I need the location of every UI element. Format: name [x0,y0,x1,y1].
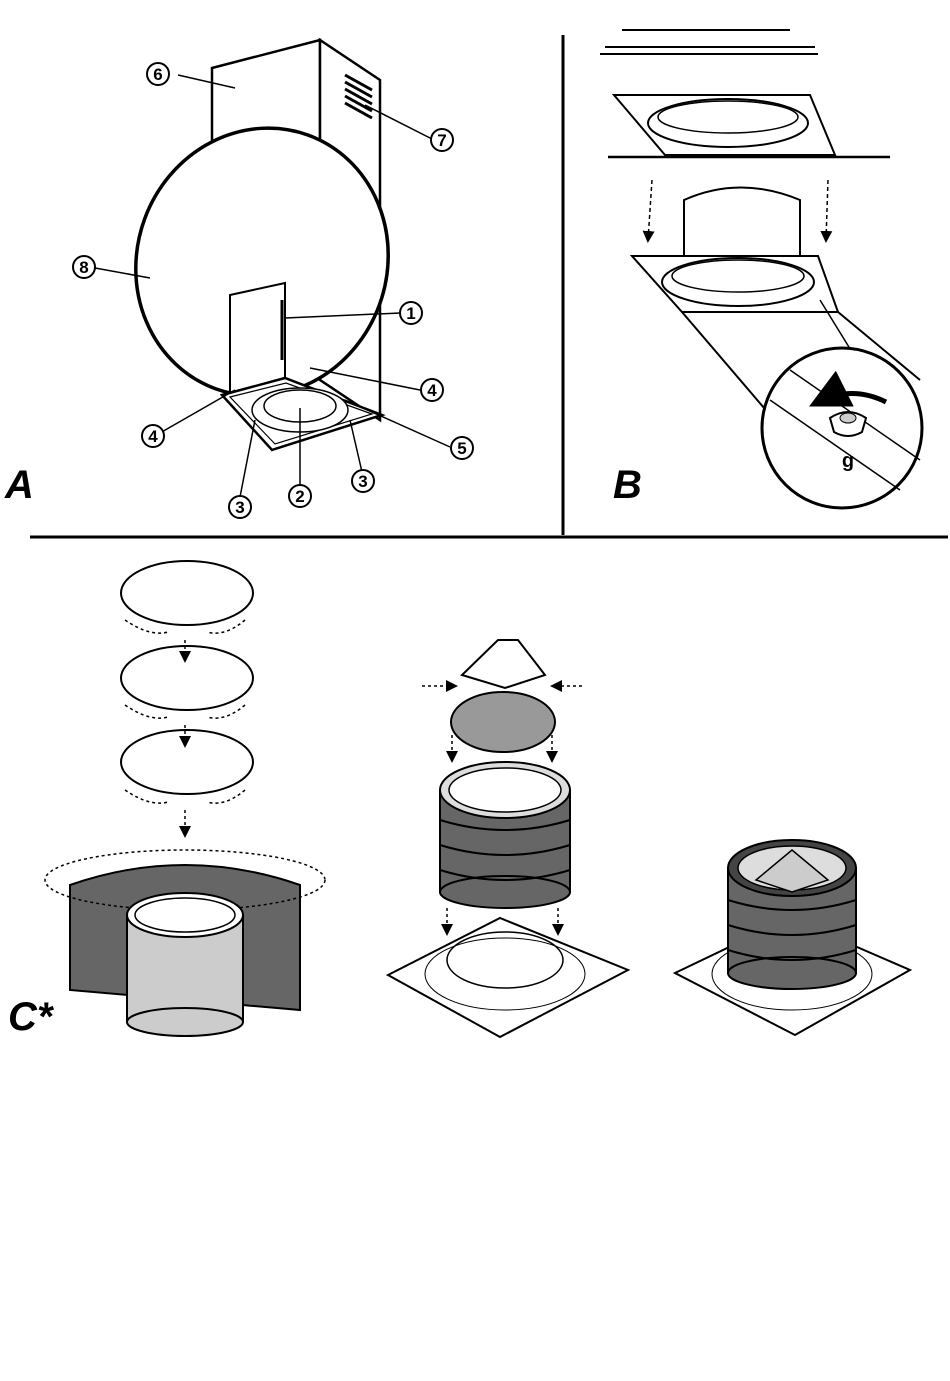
callout-3-right: 3 [352,470,374,492]
svg-text:1: 1 [406,304,415,323]
duct-collar [684,188,800,261]
callout-5: 5 [451,437,473,459]
callout-7: 7 [431,129,453,151]
svg-text:6: 6 [153,65,162,84]
panel-c: C* [8,561,910,1039]
svg-text:4: 4 [148,427,158,446]
callout-2: 2 [289,485,311,507]
svg-text:3: 3 [358,472,367,491]
svg-text:8: 8 [79,258,88,277]
cone-cap [462,640,545,688]
callout-4-left: 4 [142,425,164,447]
callout-8: 8 [73,256,95,278]
detail-label-g: g [842,450,854,472]
control-panel [230,283,285,395]
panel-label-c: C* [8,995,55,1039]
svg-text:5: 5 [457,439,466,458]
svg-text:2: 2 [295,487,304,506]
callout-6: 6 [147,63,169,85]
panel-label-a: A [4,463,34,507]
callout-4-right: 4 [421,379,443,401]
callout-1: 1 [400,302,422,324]
svg-text:7: 7 [437,131,446,150]
panel-b: g B [600,30,922,508]
grey-filter-disc [451,692,555,752]
filter-disc-3 [121,730,253,794]
filter-disc-1 [121,561,253,625]
panel-a: 6 7 8 1 4 4 5 3 [4,40,473,518]
panel-label-b: B [613,463,642,507]
filter-disc-2 [121,646,253,710]
svg-text:3: 3 [235,498,244,517]
svg-text:4: 4 [427,381,437,400]
callout-3-left: 3 [229,496,251,518]
